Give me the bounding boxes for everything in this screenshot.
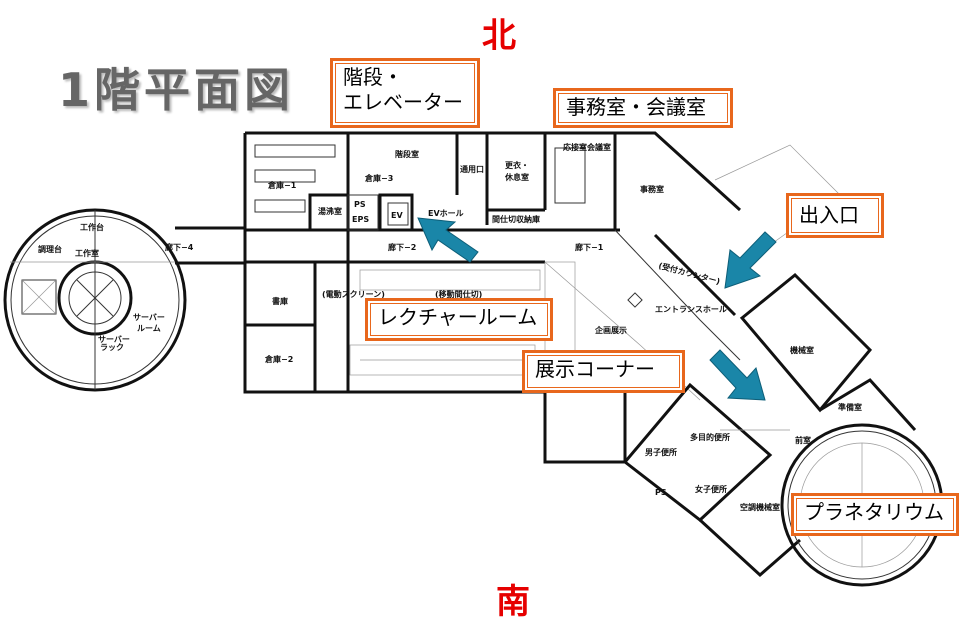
room-label: PS bbox=[655, 488, 667, 497]
room-label: 準備室 bbox=[838, 402, 862, 412]
arrow-icon-entrance bbox=[724, 231, 777, 289]
room-label: 階段室 bbox=[395, 149, 419, 159]
room-label: 更衣・ bbox=[505, 160, 529, 170]
room-label: 調理台 bbox=[38, 244, 62, 254]
page-title: 1階平面図 bbox=[58, 63, 295, 117]
room-label: 前室 bbox=[795, 435, 811, 445]
callout-lecture-room: レクチャールーム bbox=[365, 298, 553, 341]
round-workshop-wing bbox=[3, 208, 187, 392]
room-label: 機械室 bbox=[790, 345, 814, 355]
room-label: 倉庫−1 bbox=[267, 180, 297, 190]
room-label: 通用口 bbox=[460, 164, 484, 174]
callout-text: 階段・ bbox=[343, 65, 403, 89]
south-label: 南 bbox=[496, 582, 530, 622]
room-label: 女子便所 bbox=[695, 484, 727, 494]
callout-planetarium: プラネタリウム bbox=[791, 493, 959, 536]
room-label: (受付カウンター) bbox=[657, 260, 721, 286]
room-label: 倉庫−3 bbox=[364, 173, 393, 183]
room-label: 工作台 bbox=[80, 222, 104, 232]
room-label: エントランスホール bbox=[655, 305, 727, 314]
room-label: (移動間仕切) bbox=[435, 289, 482, 299]
room-label: PS bbox=[354, 200, 366, 209]
room-label: 事務室 bbox=[640, 184, 664, 194]
callout-stairs-elevator: 階段・ エレベーター bbox=[330, 58, 480, 128]
arrow-icon-exhibit bbox=[709, 349, 766, 401]
room-label: ラック bbox=[100, 342, 124, 352]
arrow-icon-to-elevator bbox=[417, 217, 479, 263]
callout-text: エレベーター bbox=[343, 90, 463, 114]
callout-exhibit-corner: 展示コーナー bbox=[522, 350, 685, 393]
room-label: 応接室会議室 bbox=[563, 142, 611, 152]
room-label: 工作室 bbox=[75, 248, 99, 258]
callout-office-meeting: 事務室・会議室 bbox=[553, 88, 733, 128]
room-label: 湯沸室 bbox=[318, 206, 342, 216]
room-label: 廊下−2 bbox=[388, 242, 416, 252]
room-label: EV bbox=[391, 211, 403, 220]
room-label: 多目的便所 bbox=[690, 432, 730, 442]
room-label: サーバー bbox=[98, 335, 130, 344]
room-label: 廊下−4 bbox=[165, 242, 194, 252]
corridor-4 bbox=[175, 226, 245, 265]
room-label: 休息室 bbox=[504, 172, 529, 182]
room-label: サーバー bbox=[133, 313, 165, 322]
entrance-wing bbox=[543, 144, 917, 578]
room-label: 男子便所 bbox=[645, 447, 677, 457]
room-label: 倉庫−2 bbox=[264, 354, 293, 364]
room-label: 企画展示 bbox=[594, 325, 627, 335]
room-label: 書庫 bbox=[272, 296, 288, 306]
room-label: (電動スクリーン) bbox=[322, 289, 385, 299]
room-label: 廊下−1 bbox=[575, 242, 604, 252]
room-label: 空調機械室 bbox=[740, 502, 780, 512]
room-label: ルーム bbox=[137, 324, 161, 333]
room-label: EPS bbox=[352, 215, 369, 224]
room-label: 間仕切収納庫 bbox=[492, 214, 540, 224]
room-label: EVホール bbox=[428, 209, 464, 218]
callout-entrance: 出入口 bbox=[786, 193, 884, 238]
north-label: 北 bbox=[482, 16, 516, 56]
